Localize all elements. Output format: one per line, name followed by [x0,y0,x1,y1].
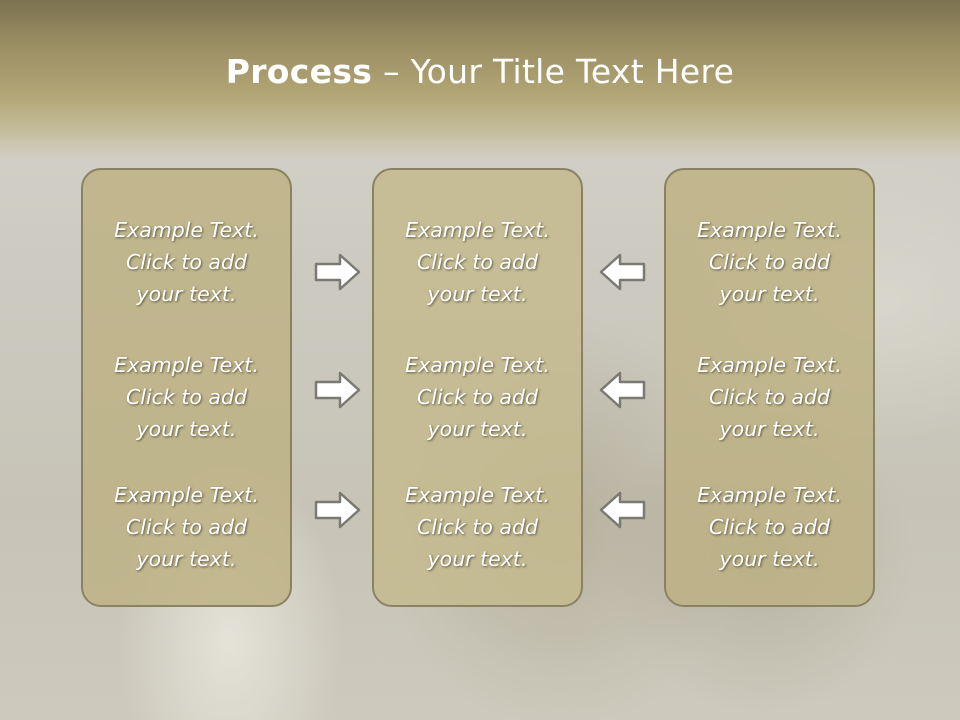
panel-text[interactable]: Example Text. Click to add your text. [114,483,259,571]
right-arrow-icon [314,491,361,529]
process-panel-right: Example Text. Click to add your text. Ex… [664,168,875,607]
panel-text[interactable]: Example Text. Click to add your text. [405,353,550,441]
panel-text[interactable]: Example Text. Click to add your text. [114,353,259,441]
left-arrow-icon [599,491,646,529]
process-panel-center: Example Text. Click to add your text. Ex… [372,168,583,607]
left-arrow-icon [599,253,646,291]
slide-title[interactable]: Process – Your Title Text Here [0,52,960,91]
right-arrow-icon [314,253,361,291]
right-arrow-icon [314,371,361,409]
title-band [0,0,960,160]
left-arrow-icon [599,371,646,409]
panel-text[interactable]: Example Text. Click to add your text. [405,483,550,571]
panel-text[interactable]: Example Text. Click to add your text. [405,218,550,306]
panel-text[interactable]: Example Text. Click to add your text. [697,218,842,306]
panel-text[interactable]: Example Text. Click to add your text. [114,218,259,306]
panel-text[interactable]: Example Text. Click to add your text. [697,483,842,571]
process-panel-left: Example Text. Click to add your text. Ex… [81,168,292,607]
panel-text[interactable]: Example Text. Click to add your text. [697,353,842,441]
title-bold: Process [225,52,373,91]
title-rest: – Your Title Text Here [372,52,735,91]
